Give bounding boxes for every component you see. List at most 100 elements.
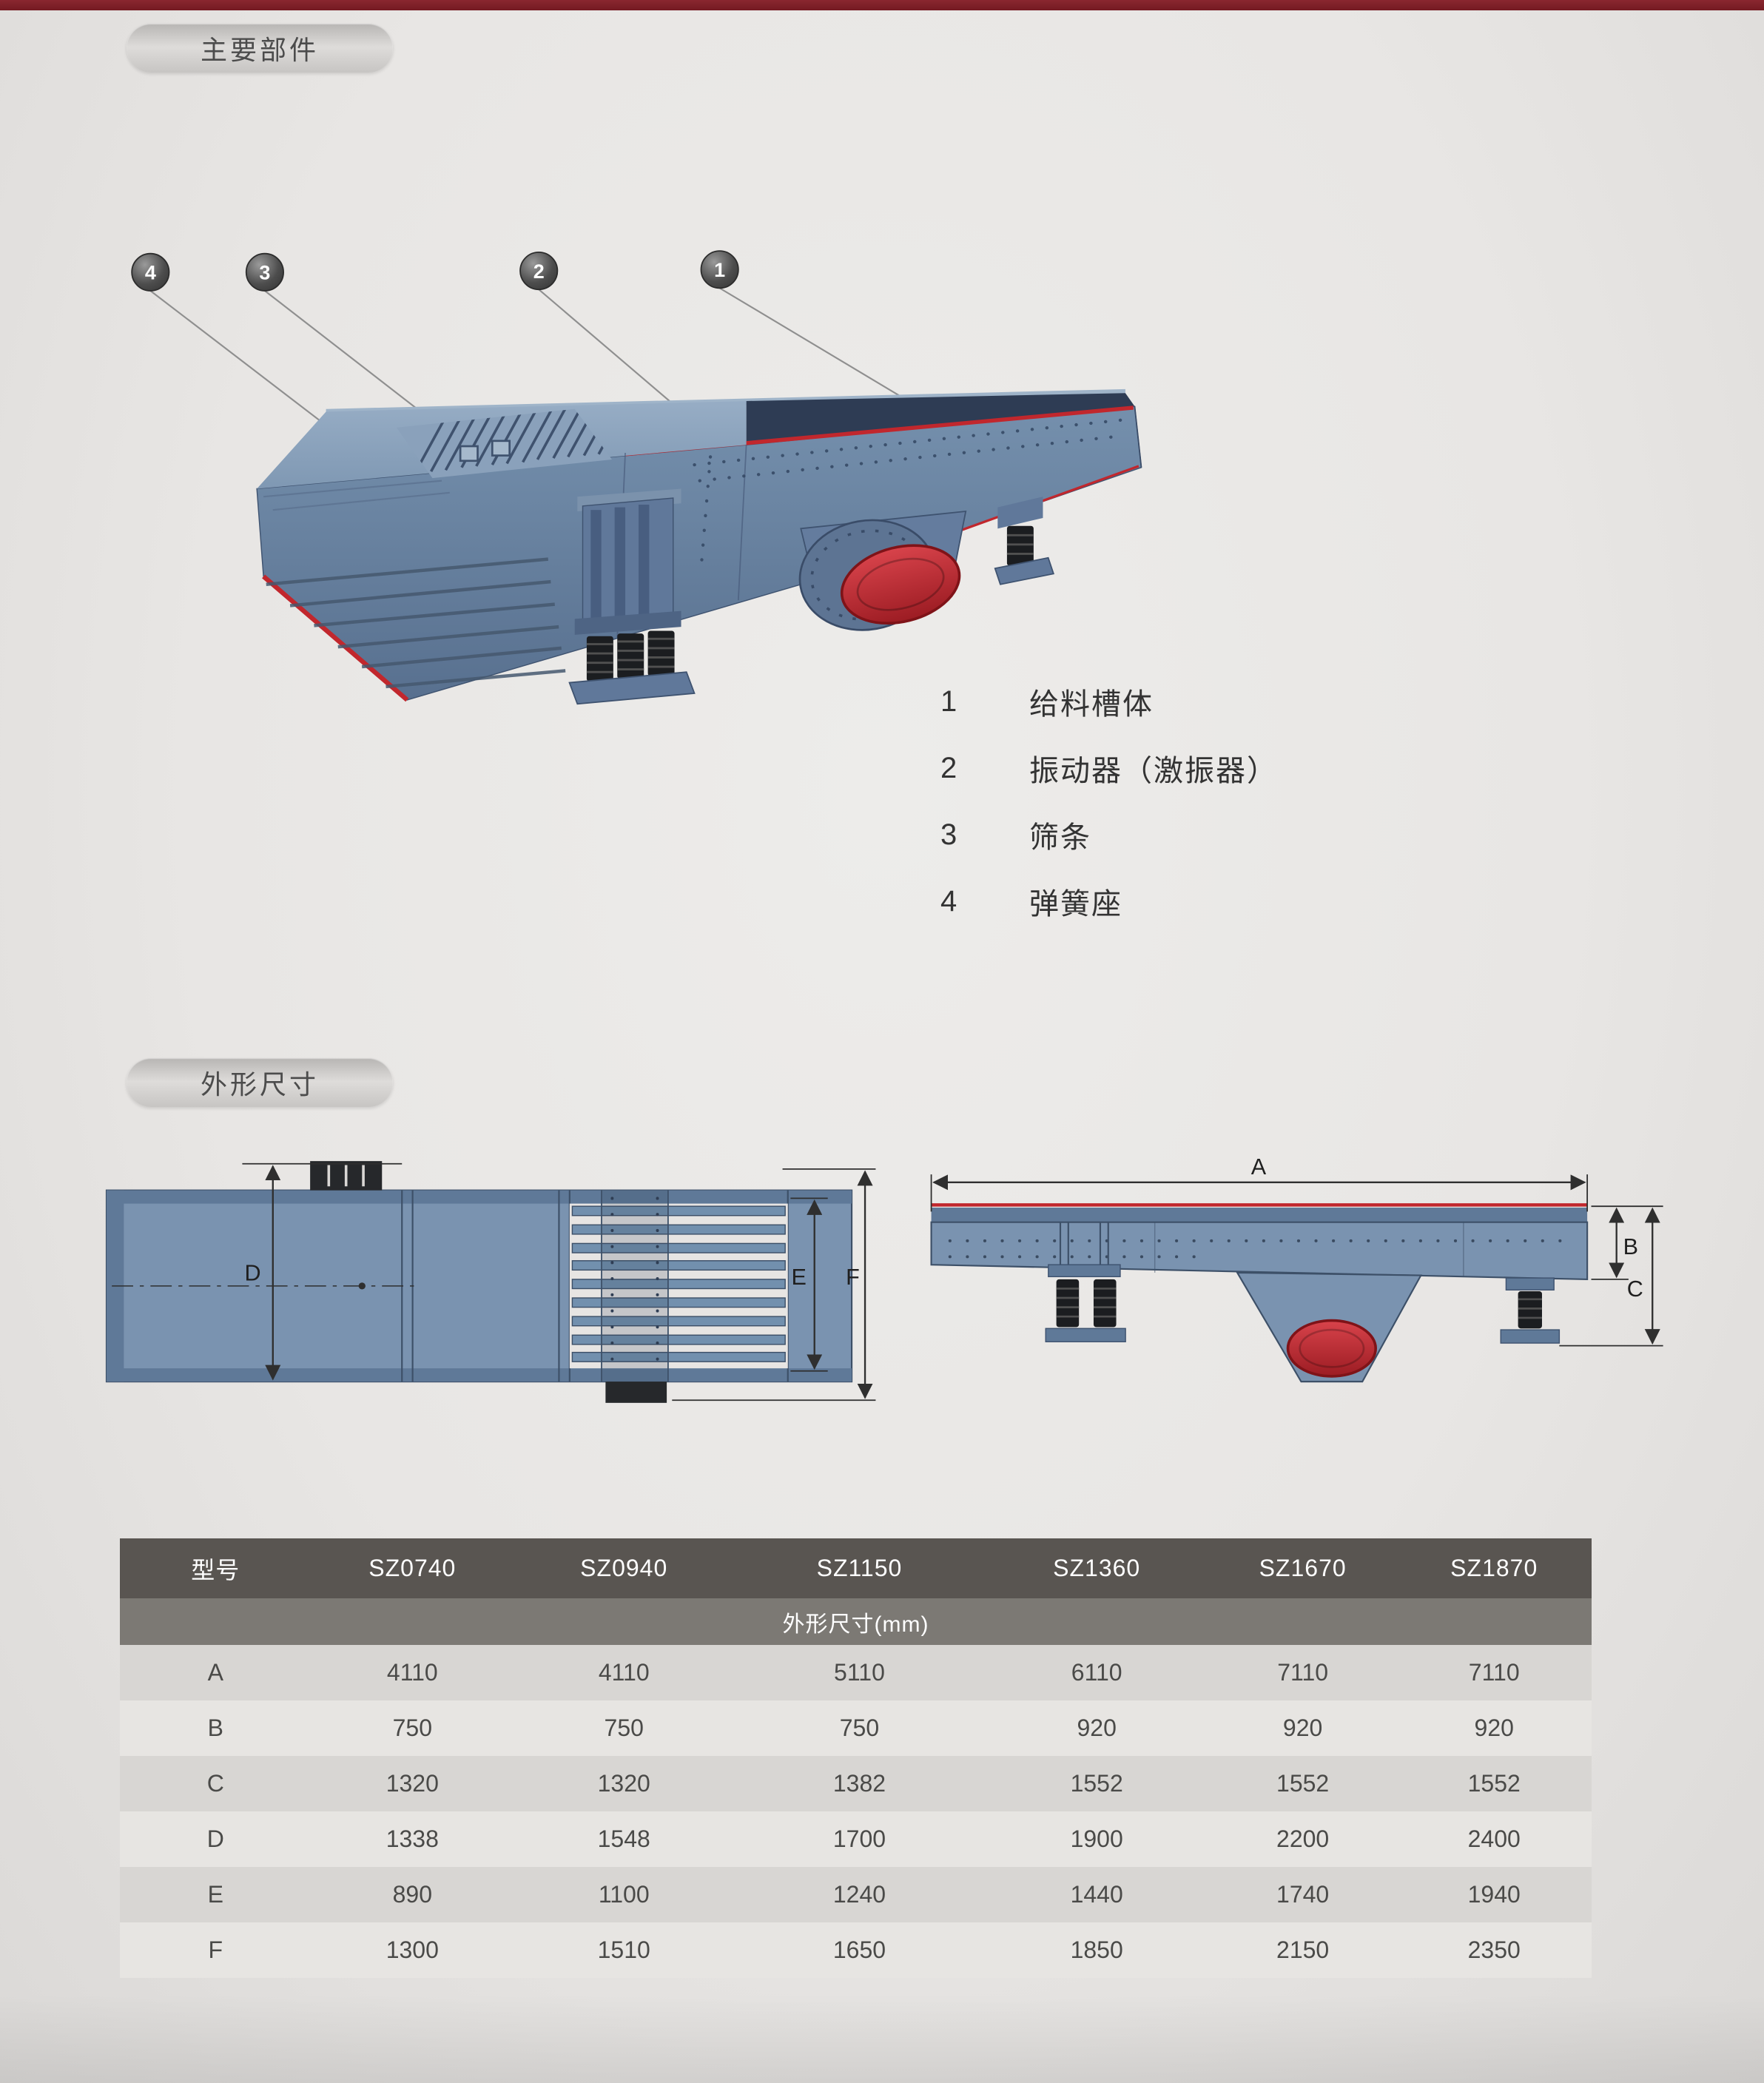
value-cell: 1940 — [1467, 1881, 1521, 1908]
top-view-dimensions — [242, 1162, 876, 1401]
value-cell: 1382 — [832, 1770, 886, 1797]
row-label-cell: F — [208, 1936, 223, 1963]
table-row: F 1300 1510 1650 1850 2150 2350 — [120, 1922, 1592, 1978]
legend-label: 给料槽体 — [1029, 688, 1154, 721]
table-row: E 890 1100 1240 1440 1740 1940 — [120, 1867, 1592, 1922]
value-cell: 1552 — [1070, 1770, 1123, 1797]
value-cell: 1320 — [597, 1770, 650, 1797]
value-cell: 750 — [392, 1714, 432, 1741]
callout-marker-4: 4 — [131, 252, 170, 292]
legend-label: 筛条 — [1029, 821, 1091, 854]
dimensions-section-badge: 外形尺寸 — [127, 1058, 393, 1107]
value-cell: 1510 — [597, 1936, 650, 1963]
value-cell: 890 — [392, 1881, 432, 1908]
bar-clamp-icon — [491, 440, 511, 457]
callout-number: 2 — [533, 260, 545, 283]
legend-label: 弹簧座 — [1029, 888, 1122, 921]
legend-label: 振动器（激振器） — [1029, 755, 1278, 787]
value-cell: 920 — [1282, 1714, 1323, 1741]
legend-number: 3 — [940, 818, 957, 851]
row-label-cell: E — [207, 1881, 223, 1908]
model-header-cell: SZ1670 — [1259, 1555, 1347, 1581]
value-cell: 5110 — [834, 1659, 885, 1686]
top-view-body — [105, 1161, 853, 1403]
top-accent-bar — [0, 0, 1764, 10]
row-label-cell: B — [207, 1714, 223, 1741]
legend-item: 2 振动器（激振器） — [940, 735, 1278, 801]
components-section-badge: 主要部件 — [127, 24, 393, 73]
discharge-steps — [266, 557, 566, 689]
dimension-label-d: D — [245, 1261, 261, 1286]
model-header-cell: SZ0740 — [368, 1555, 457, 1581]
value-cell: 1338 — [386, 1825, 439, 1852]
grizzly-bars-top-view — [569, 1203, 788, 1369]
side-view-vibrator — [1236, 1271, 1423, 1383]
value-cell: 1700 — [832, 1825, 886, 1852]
value-cell: 1850 — [1070, 1936, 1123, 1963]
value-cell: 6110 — [1071, 1659, 1122, 1686]
dimension-label-f: F — [846, 1265, 860, 1290]
value-cell: 7110 — [1277, 1659, 1329, 1686]
spring-seat-top-view — [605, 1382, 667, 1403]
value-cell: 1900 — [1070, 1825, 1123, 1852]
value-cell: 1440 — [1070, 1881, 1123, 1908]
value-cell: 7110 — [1468, 1659, 1520, 1686]
value-cell: 1552 — [1467, 1770, 1521, 1797]
value-cell: 1100 — [598, 1881, 650, 1908]
vibrator-exciter — [798, 510, 967, 631]
row-label-cell: A — [207, 1659, 223, 1686]
side-view-dimensions — [930, 1174, 1663, 1347]
table-row: C 1320 1320 1382 1552 1552 1552 — [120, 1756, 1592, 1811]
legend-item: 3 筛条 — [940, 801, 1278, 868]
value-cell: 1740 — [1276, 1881, 1330, 1908]
value-cell: 1320 — [386, 1770, 439, 1797]
value-cell: 2150 — [1276, 1936, 1330, 1963]
subheader-cell: 外形尺寸(mm) — [782, 1612, 929, 1637]
bar-clamp-icon — [459, 445, 479, 462]
row-label-cell: C — [206, 1770, 224, 1797]
rear-spring-seat — [994, 497, 1055, 585]
callout-marker-2: 2 — [519, 252, 559, 291]
legend-number: 2 — [940, 751, 957, 784]
value-cell: 1300 — [386, 1936, 439, 1963]
model-header-cell: SZ1360 — [1053, 1555, 1141, 1581]
callout-number: 4 — [145, 262, 156, 284]
top-view-drawing: D E F — [105, 1161, 876, 1403]
dimension-label-e: E — [792, 1265, 807, 1290]
dimension-label-a: A — [1251, 1154, 1267, 1180]
value-cell: 2400 — [1467, 1825, 1521, 1852]
value-cell: 4110 — [386, 1659, 438, 1686]
value-cell: 920 — [1077, 1714, 1117, 1741]
value-cell: 1240 — [832, 1881, 886, 1908]
value-cell: 1552 — [1276, 1770, 1330, 1797]
legend-item: 1 给料槽体 — [940, 668, 1278, 735]
legend-number: 4 — [940, 884, 957, 918]
components-badge-label: 主要部件 — [200, 35, 319, 65]
coil-springs — [586, 630, 675, 682]
side-view-body — [930, 1203, 1589, 1280]
spring-seat-assembly — [568, 488, 696, 705]
dimension-label-b: B — [1623, 1234, 1638, 1259]
components-legend: 1 给料槽体 2 振动器（激振器） 3 筛条 4 弹簧座 — [940, 668, 1278, 935]
model-header-cell: SZ1870 — [1450, 1555, 1538, 1581]
dimensions-badge-label: 外形尺寸 — [200, 1069, 319, 1100]
table-header-row: 型号 SZ0740 SZ0940 SZ1150 SZ1360 SZ1670 SZ… — [120, 1538, 1592, 1598]
spec-table: 型号 SZ0740 SZ0940 SZ1150 SZ1360 SZ1670 SZ… — [120, 1538, 1592, 1978]
callout-marker-1: 1 — [700, 250, 739, 289]
side-view-rear-spring — [1500, 1277, 1561, 1344]
callout-markers: 4 3 2 1 — [131, 250, 739, 292]
legend-number: 1 — [940, 684, 957, 718]
feeder-3d-figure: 4 3 2 1 — [131, 250, 1142, 705]
callout-number: 1 — [714, 259, 725, 281]
value-cell: 750 — [839, 1714, 880, 1741]
page-bottom-shade — [0, 1994, 1764, 2083]
legend-item: 4 弹簧座 — [940, 868, 1278, 935]
value-cell: 1548 — [597, 1825, 650, 1852]
table-row: B 750 750 750 920 920 920 — [120, 1700, 1592, 1756]
model-header-cell: SZ1150 — [816, 1555, 903, 1581]
dimension-label-c: C — [1627, 1276, 1643, 1302]
value-cell: 750 — [604, 1714, 644, 1741]
value-cell: 4110 — [598, 1659, 650, 1686]
callout-number: 3 — [259, 262, 270, 284]
